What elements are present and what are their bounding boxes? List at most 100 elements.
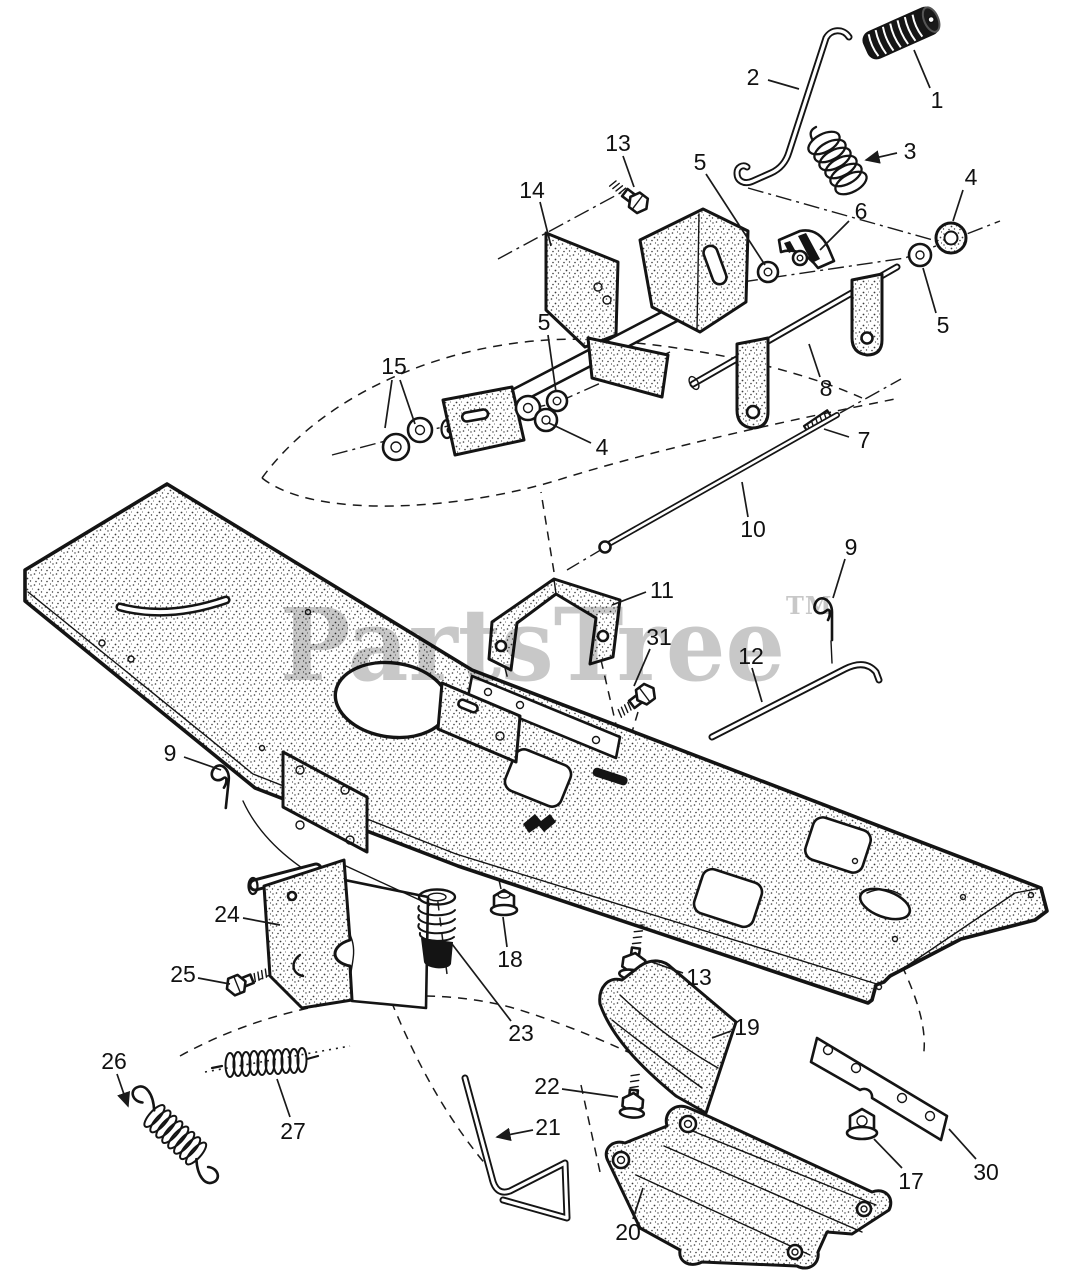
watermark-text: PartsTree [280,586,785,704]
part-9-hairpin-right [813,597,834,642]
callout-label-11: 11 [650,577,674,603]
callout-leader-9 [832,558,846,599]
part-pivot-shaft-assembly [440,207,750,457]
callout-leader-23 [451,943,512,1022]
callout-leader-10 [741,481,749,518]
callout-label-26: 26 [101,1048,127,1074]
part-14-bracket [544,231,620,349]
part-5-washer-top [756,260,780,284]
part-2-lift-lever [733,27,853,187]
part-27-spring [210,1047,320,1078]
frame-dark-slot [592,767,628,786]
part-22-bolt [618,1073,646,1119]
part-11-bracket [487,577,622,672]
callout-leader-21 [495,1127,534,1142]
part-23-spring [417,888,457,969]
shaft-strap-right [850,272,884,357]
callout-label-17: 17 [898,1168,924,1194]
part-18-nut [489,888,519,917]
part-13-bolt-top [608,180,650,215]
frame-edge-strap [466,674,622,760]
callout-label-30: 30 [973,1159,999,1185]
callout-leader-4 [952,189,964,222]
pivot-lower-bracket [586,336,670,399]
part-9-hairpin-left [210,764,231,810]
callout-label-10: 10 [740,516,766,542]
callout-leader-4 [548,422,592,444]
callout-label-22: 22 [534,1073,560,1099]
callout-leader-18 [502,916,508,948]
callout-label-4: 4 [965,164,978,190]
callout-label-25: 25 [170,961,196,987]
frame-clip-glyph [523,814,556,833]
callout-label-5: 5 [937,312,950,338]
callout-label-6: 6 [855,198,868,224]
callout-leader-12 [751,667,763,703]
callout-leader-14 [539,201,552,247]
callout-label-5: 5 [694,149,707,175]
frame-cutout-2 [692,867,764,929]
callout-label-3: 3 [904,138,917,164]
callout-leader-11 [611,591,647,606]
callout-label-15: 15 [381,353,407,379]
callout-leader-17 [873,1138,903,1169]
part-4-washers-mid [514,394,559,433]
part-26-spring [131,1085,220,1185]
frame-end-fold [888,887,1042,979]
part-15-washers [381,416,434,462]
callout-label-19: 19 [734,1014,760,1040]
callout-leader-5 [922,267,937,314]
callout-label-14: 14 [519,177,545,203]
part-4-washer-topright [934,221,968,255]
callout-leader-5 [547,334,557,393]
part-left-hanger-plate [281,750,369,854]
callout-label-4: 4 [596,434,609,460]
callout-label-21: 21 [535,1114,561,1140]
callout-label-31: 31 [646,624,672,650]
callout-label-24: 24 [214,901,240,927]
callout-label-7: 7 [858,427,871,453]
callout-label-13: 13 [605,130,631,156]
part-31-bolt [617,682,657,718]
pivot-center-bracket [638,207,750,334]
callout-leader-7 [823,428,850,438]
callout-label-20: 20 [615,1219,641,1245]
callout-label-1: 1 [931,87,944,113]
part-12-rod [708,661,883,741]
callout-label-2: 2 [747,64,760,90]
callout-leader-9 [183,756,222,771]
watermark-tm: TM [786,591,832,620]
callout-label-18: 18 [497,946,523,972]
callout-leader-13 [622,155,635,188]
part-5-washer-mid [545,389,569,413]
callout-leader-8 [808,343,821,378]
part-frame-plate [23,482,1049,1005]
callout-leader-31 [633,648,651,687]
callout-leader-5 [705,173,766,266]
part-24-bracket [247,858,430,1010]
callout-leader-30 [948,1128,977,1160]
callout-leader-27 [276,1078,291,1118]
callout-label-9: 9 [845,534,858,560]
callout-leader-24 [242,917,281,926]
callout-leader-15 [384,379,393,429]
part-17-nut [845,1107,879,1141]
callout-leader-2 [767,79,800,90]
callout-leader-25 [197,977,231,985]
part-19-ramp [598,959,738,1115]
frame-kidney-hole [858,887,912,921]
part-1-grip [862,6,941,60]
callout-leader-22 [561,1088,619,1098]
part-8-shaft [688,263,901,430]
callout-label-27: 27 [280,1118,306,1144]
part-10-rod [598,412,840,554]
callout-label-13: 13 [686,964,712,990]
callout-leader-19 [711,1030,732,1039]
callout-leader-6 [819,220,850,251]
pivot-left-bracket [441,385,526,457]
callout-leader-26 [116,1073,131,1108]
callout-leader-3 [864,150,898,164]
